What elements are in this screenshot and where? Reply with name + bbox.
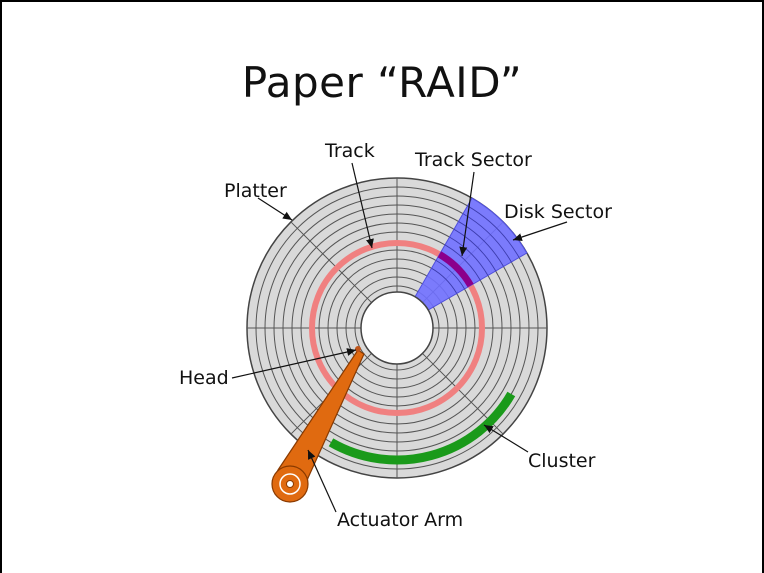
- label-platter: Platter: [224, 180, 287, 202]
- disk-sector-ring: [467, 205, 520, 258]
- label-track-sector: Track Sector: [414, 149, 532, 171]
- disk-sector-ring: [431, 267, 458, 294]
- actuator-arm: [271, 349, 365, 503]
- disk-sector-leader: [512, 221, 568, 241]
- slide-title: Paper “RAID”: [241, 58, 523, 107]
- disk-sector-ring: [435, 260, 465, 290]
- actuator-arm-leader: [307, 449, 337, 513]
- spindle-hole: [360, 291, 434, 365]
- disk-sector-ring: [449, 236, 489, 276]
- head-leader: [231, 348, 357, 379]
- label-actuator-arm: Actuator Arm: [337, 509, 463, 531]
- disk-sector-ring: [444, 244, 481, 281]
- label-cluster: Cluster: [528, 450, 596, 472]
- disk-sector-ring: [458, 221, 504, 267]
- cluster-leader: [483, 424, 529, 453]
- platter-leader: [257, 197, 293, 221]
- label-disk-sector: Disk Sector: [504, 201, 612, 223]
- disk-sector-ring: [453, 228, 497, 272]
- read-write-head: [355, 346, 361, 352]
- track-sector-leader: [459, 171, 475, 257]
- label-track: Track: [324, 140, 375, 162]
- sector-divider: [290, 221, 372, 303]
- label-head: Head: [179, 367, 229, 389]
- cluster-arc: [328, 391, 516, 465]
- track-leader: [351, 162, 374, 249]
- disk-sector-wedge: [395, 197, 528, 330]
- track-sector-highlight: [437, 251, 474, 288]
- highlighted-track: [309, 240, 485, 416]
